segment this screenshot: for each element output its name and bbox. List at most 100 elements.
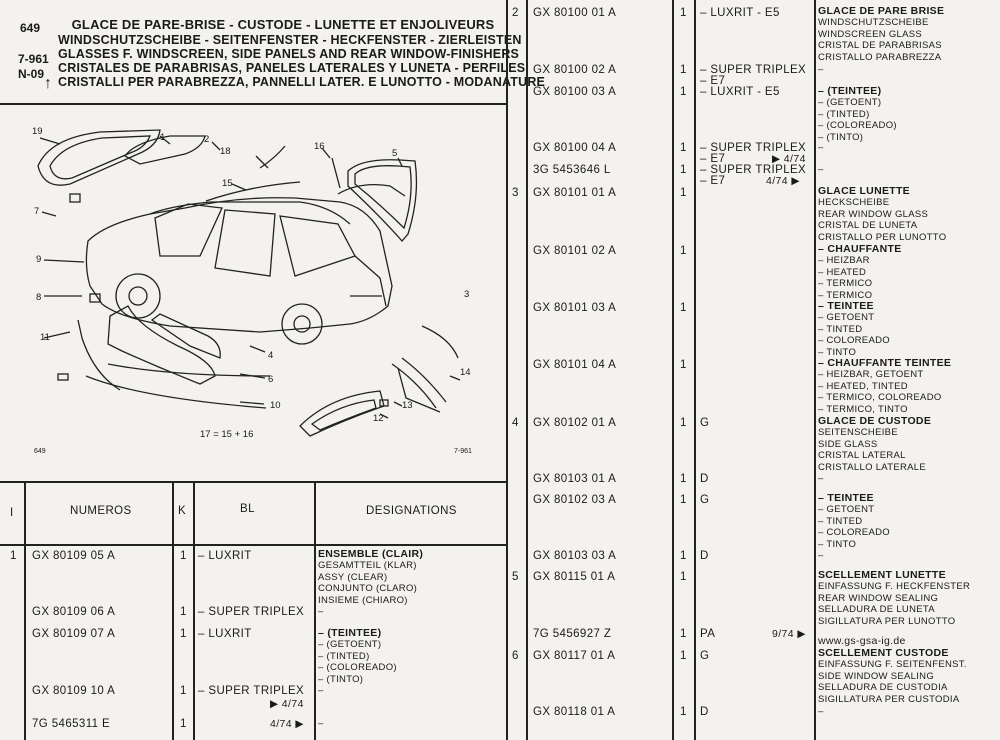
quantity: 1 bbox=[180, 628, 187, 640]
designation-block: – bbox=[318, 685, 324, 696]
part-number: GX 80100 03 A bbox=[533, 86, 617, 98]
col-header-designations: DESIGNATIONS bbox=[366, 505, 457, 517]
car-body-outline bbox=[85, 197, 393, 333]
side-finisher-11 bbox=[77, 319, 121, 391]
callout-14: 14 bbox=[460, 367, 471, 378]
quantity: 1 bbox=[680, 650, 687, 662]
car-roof bbox=[149, 201, 351, 225]
callout-8: 8 bbox=[36, 292, 42, 303]
date-range: ▶ 4/74 bbox=[772, 153, 806, 165]
bl-variant: – SUPER TRIPLEX bbox=[198, 685, 305, 697]
quantity: 1 bbox=[680, 64, 687, 76]
rear-window-strip bbox=[337, 183, 406, 197]
front-wheel bbox=[115, 273, 161, 319]
table-row-index: 2 bbox=[512, 7, 519, 19]
part-number: GX 80102 03 A bbox=[533, 494, 617, 506]
rcol-divider-i bbox=[526, 0, 528, 740]
part-number: GX 80109 05 A bbox=[32, 550, 116, 562]
designation-block: – bbox=[818, 473, 824, 484]
part-number: GX 80100 04 A bbox=[533, 142, 617, 154]
side-window-seal bbox=[107, 305, 216, 385]
bl-variant: – LUXRIT - E5 bbox=[700, 86, 780, 98]
clip-13 bbox=[379, 399, 389, 407]
col-header-k: K bbox=[178, 505, 187, 517]
rear-side-finisher-14 bbox=[391, 357, 447, 409]
callout-2: 2 bbox=[204, 134, 210, 145]
part-number: GX 80101 04 A bbox=[533, 359, 617, 371]
part-number: GX 80103 03 A bbox=[533, 550, 617, 562]
page-center-divider bbox=[506, 0, 508, 740]
car-windscreen bbox=[154, 203, 223, 257]
designation-block: – TEINTEE – GETOENT – TINTED – COLOREADO… bbox=[818, 492, 890, 550]
part-number: GX 80101 03 A bbox=[533, 302, 617, 314]
finisher-16 bbox=[331, 157, 341, 189]
windscreen-glass-2 bbox=[124, 135, 206, 165]
bl-variant: – SUPER TRIPLEX bbox=[700, 64, 807, 76]
rear-side-finisher-2 bbox=[421, 325, 459, 359]
bl-variant-line2: – E7 bbox=[700, 153, 726, 165]
bl-variant: – SUPER TRIPLEX bbox=[198, 606, 305, 618]
rcol-divider-num bbox=[672, 0, 674, 740]
quantity: 1 bbox=[680, 571, 687, 583]
finisher-15 bbox=[205, 181, 301, 202]
part-number: GX 80101 01 A bbox=[533, 187, 617, 199]
part-number: GX 80109 10 A bbox=[32, 685, 116, 697]
designation-block: – CHAUFFANTE TEINTEE – HEIZBAR, GETOENT … bbox=[818, 357, 952, 415]
date-range: ▶ 4/74 bbox=[270, 698, 304, 710]
side-window-glass bbox=[150, 313, 221, 359]
quantity: 1 bbox=[180, 718, 187, 730]
part-number: GX 80109 06 A bbox=[32, 606, 116, 618]
finisher-18 bbox=[259, 145, 286, 169]
designation-block: – bbox=[318, 718, 324, 729]
designation-block: – bbox=[818, 706, 824, 717]
part-number: 3G 5453646 L bbox=[533, 164, 611, 176]
quantity: 1 bbox=[680, 142, 687, 154]
callout-3: 3 bbox=[464, 289, 470, 300]
car-rear-window bbox=[279, 215, 356, 277]
quantity: 1 bbox=[180, 550, 187, 562]
bl-variant: – SUPER TRIPLEX bbox=[700, 142, 807, 154]
designation-block: – bbox=[318, 606, 324, 617]
bl-variant: – SUPER TRIPLEX bbox=[700, 164, 807, 176]
rear-wheel bbox=[281, 303, 323, 345]
bl-variant-line2: – E7 bbox=[700, 75, 726, 87]
part-number: GX 80101 02 A bbox=[533, 245, 617, 257]
callout-16: 16 bbox=[314, 141, 325, 152]
side-finisher-6 bbox=[107, 363, 271, 377]
front-wheel-hub bbox=[128, 286, 148, 306]
part-number: GX 80115 01 A bbox=[533, 571, 616, 583]
car-tail bbox=[350, 255, 387, 307]
table-row-index: 6 bbox=[512, 650, 519, 662]
callout-13: 13 bbox=[402, 400, 413, 411]
part-number: GX 80100 02 A bbox=[533, 64, 617, 76]
col-header-bl: BL bbox=[240, 503, 255, 515]
quantity: 1 bbox=[680, 473, 687, 485]
rear-side-seal bbox=[299, 390, 385, 437]
bl-variant: G bbox=[700, 417, 710, 429]
designation-block: – bbox=[818, 64, 824, 75]
callout-15: 15 bbox=[222, 178, 233, 189]
date-code: 7-961 bbox=[18, 52, 49, 66]
diagram-bottom-divider bbox=[0, 481, 508, 483]
designation-block: GLACE LUNETTE HECKSCHEIBE REAR WINDOW GL… bbox=[818, 185, 947, 243]
rear-window-glass bbox=[347, 159, 418, 242]
callout-19: 19 bbox=[32, 126, 43, 137]
col-header-i: I bbox=[10, 507, 14, 519]
callout-6: 6 bbox=[268, 374, 274, 385]
designation-block: – (TEINTEE) – (GETOENT) – (TINTED) – (CO… bbox=[818, 85, 897, 143]
website-url[interactable]: www.gs-gsa-ig.de bbox=[818, 635, 906, 647]
bl-variant: D bbox=[700, 550, 709, 562]
date-range: 9/74 ▶ bbox=[772, 628, 806, 640]
header-divider bbox=[0, 103, 508, 105]
col-divider-num bbox=[172, 481, 174, 740]
quantity: 1 bbox=[680, 187, 687, 199]
table-row-index: 5 bbox=[512, 571, 519, 583]
bl-variant-line2: – E7 bbox=[700, 175, 726, 187]
callout-4: 4 bbox=[268, 350, 274, 361]
rcol-divider-bl bbox=[814, 0, 816, 740]
arrow-up-icon: ↑ bbox=[44, 75, 52, 92]
table-header-divider bbox=[0, 544, 508, 546]
designation-block: – TEINTEE – GETOENT – TINTED – COLOREADO… bbox=[818, 300, 890, 358]
quantity: 1 bbox=[180, 685, 187, 697]
designation-block: SCELLEMENT CUSTODE EINFASSUNG F. SEITENF… bbox=[818, 647, 967, 705]
